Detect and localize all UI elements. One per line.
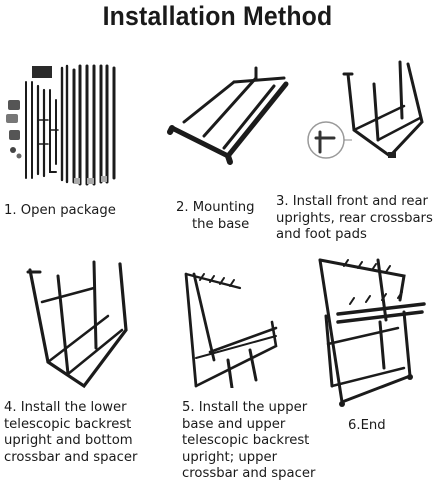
step-6-caption: 6.End: [348, 418, 386, 435]
step-1-image: [4, 60, 132, 190]
step-6-image: [314, 256, 434, 412]
step-1-caption: 1. Open package: [4, 203, 116, 220]
page-title: Installation Method: [17, 0, 417, 34]
step-3-image: [304, 60, 432, 170]
step-4-image: [22, 258, 134, 392]
step-5-caption: 5. Install the upper base and upper tele…: [182, 400, 315, 483]
step-2-caption: 2. Mounting the base: [176, 200, 255, 233]
step-5-image: [180, 270, 284, 388]
step-3-caption: 3. Install front and rear uprights, rear…: [276, 194, 433, 244]
step-4-caption: 4. Install the lower telescopic backrest…: [4, 400, 137, 466]
step-2-image: [164, 60, 296, 170]
